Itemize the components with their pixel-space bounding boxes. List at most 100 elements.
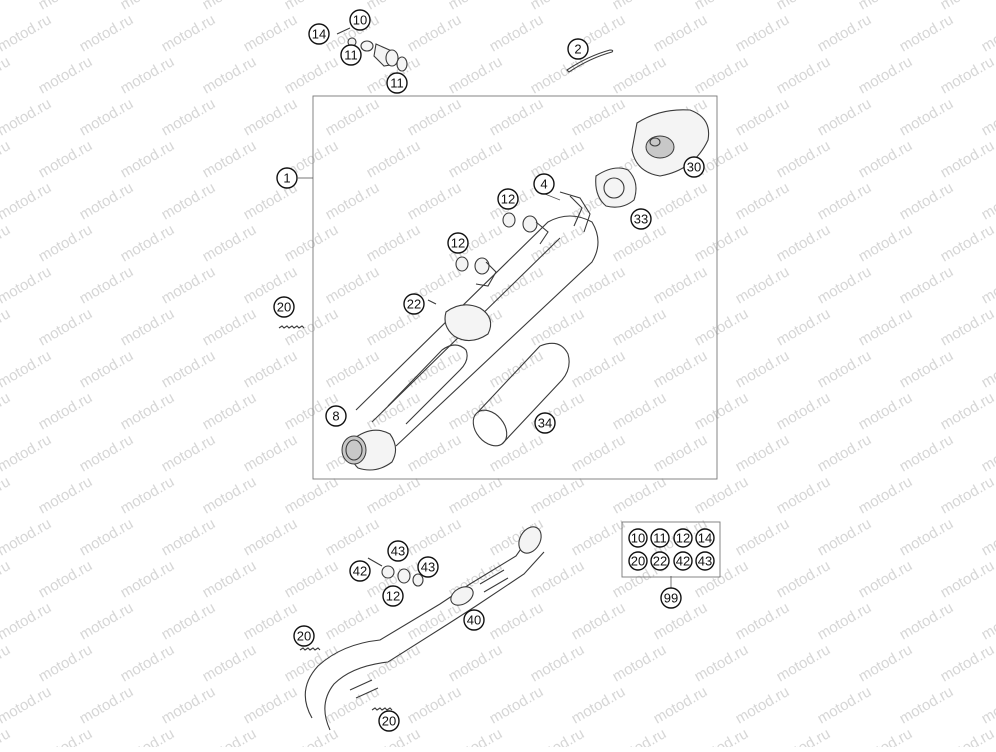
- watermark-text: motod.ru: [897, 263, 957, 307]
- watermark-text: motod.ru: [241, 431, 301, 475]
- watermark-text: motod.ru: [569, 683, 629, 727]
- watermark-text: motod.ru: [118, 641, 178, 685]
- svg-text:20: 20: [631, 554, 645, 569]
- watermark-text: motod.ru: [36, 137, 96, 181]
- watermark-text: motod.ru: [0, 515, 54, 559]
- watermark-text: motod.ru: [774, 53, 834, 97]
- watermark-text: motod.ru: [241, 95, 301, 139]
- watermark-text: motod.ru: [118, 557, 178, 601]
- svg-text:11: 11: [653, 531, 667, 546]
- watermark-text: motod.ru: [569, 95, 629, 139]
- svg-text:12: 12: [386, 589, 400, 604]
- watermark-text: motod.ru: [610, 641, 670, 685]
- svg-text:10: 10: [353, 13, 367, 28]
- watermark-text: motod.ru: [200, 137, 260, 181]
- watermark-text: motod.ru: [651, 599, 711, 643]
- watermark-text: motod.ru: [774, 725, 834, 747]
- watermark-text: motod.ru: [692, 641, 752, 685]
- callout-42: 42: [350, 561, 370, 581]
- watermark-text: motod.ru: [0, 53, 13, 97]
- watermark-text: motod.ru: [77, 515, 137, 559]
- watermark-text: motod.ru: [405, 515, 465, 559]
- kit-item-11: 11: [651, 529, 669, 547]
- svg-text:33: 33: [634, 212, 648, 227]
- watermark-text: motod.ru: [979, 515, 996, 559]
- watermark-text: motod.ru: [405, 11, 465, 55]
- watermark-text: motod.ru: [528, 725, 588, 747]
- watermark-text: motod.ru: [77, 95, 137, 139]
- watermark-text: motod.ru: [733, 11, 793, 55]
- callout-11-a: 11: [341, 45, 361, 65]
- watermark-text: motod.ru: [159, 683, 219, 727]
- watermark-text: motod.ru: [282, 641, 342, 685]
- callout-20-b: 20: [294, 626, 314, 646]
- watermark-text: motod.ru: [651, 11, 711, 55]
- watermark-text: motod.ru: [979, 431, 996, 475]
- watermark-text: motod.ru: [774, 221, 834, 265]
- watermark-text: motod.ru: [159, 263, 219, 307]
- watermark-text: motod.ru: [815, 11, 875, 55]
- watermark-text: motod.ru: [733, 347, 793, 391]
- watermark-text: motod.ru: [815, 431, 875, 475]
- watermark-text: motod.ru: [36, 473, 96, 517]
- watermark-text: motod.ru: [979, 599, 996, 643]
- svg-text:99: 99: [664, 591, 678, 606]
- watermark-text: motod.ru: [36, 53, 96, 97]
- callout-34: 34: [535, 413, 555, 433]
- watermark-text: motod.ru: [979, 95, 996, 139]
- watermark-text: motod.ru: [938, 137, 996, 181]
- watermark-text: motod.ru: [815, 515, 875, 559]
- svg-text:43: 43: [421, 560, 435, 575]
- watermark-text: motod.ru: [282, 221, 342, 265]
- kit-item-43: 43: [696, 552, 714, 570]
- watermark-text: motod.ru: [0, 305, 13, 349]
- callout-43-b: 43: [418, 557, 438, 577]
- watermark-text: motod.ru: [774, 305, 834, 349]
- callout-20-a: 20: [274, 297, 294, 317]
- watermark-text: motod.ru: [692, 473, 752, 517]
- kit-item-12: 12: [674, 529, 692, 547]
- watermark-text: motod.ru: [200, 641, 260, 685]
- watermark-text: motod.ru: [405, 95, 465, 139]
- heat-plate-22: [428, 300, 491, 341]
- watermark-text: motod.ru: [528, 53, 588, 97]
- watermark-text: motod.ru: [405, 431, 465, 475]
- callout-20-c: 20: [379, 711, 399, 731]
- watermark-text: motod.ru: [0, 641, 13, 685]
- watermark-text: motod.ru: [159, 95, 219, 139]
- watermark-text: motod.ru: [610, 53, 670, 97]
- watermark-text: motod.ru: [159, 179, 219, 223]
- watermark-text: motod.ru: [364, 641, 424, 685]
- kit-item-22: 22: [651, 552, 669, 570]
- svg-text:43: 43: [391, 544, 405, 559]
- watermark-text: motod.ru: [36, 641, 96, 685]
- watermark-text: motod.ru: [774, 473, 834, 517]
- watermark-text: motod.ru: [77, 11, 137, 55]
- watermark-text: motod.ru: [569, 515, 629, 559]
- callout-99: 99: [661, 588, 681, 608]
- watermark-text: motod.ru: [774, 641, 834, 685]
- watermark-text: motod.ru: [446, 389, 506, 433]
- watermark-text: motod.ru: [610, 725, 670, 747]
- watermark-text: motod.ru: [77, 347, 137, 391]
- watermark-text: motod.ru: [938, 389, 996, 433]
- watermark-text: motod.ru: [938, 221, 996, 265]
- svg-text:4: 4: [540, 177, 547, 192]
- watermark-text: motod.ru: [200, 557, 260, 601]
- watermark-text: motod.ru: [118, 389, 178, 433]
- watermark-text: motod.ru: [815, 179, 875, 223]
- watermark-text: motod.ru: [0, 263, 54, 307]
- spring-20-bottom: [372, 708, 392, 710]
- watermark-text: motod.ru: [36, 221, 96, 265]
- watermark-text: motod.ru: [0, 0, 13, 13]
- watermark-text: motod.ru: [569, 347, 629, 391]
- watermark-text: motod.ru: [774, 137, 834, 181]
- watermark-text: motod.ru: [118, 53, 178, 97]
- svg-text:14: 14: [698, 531, 712, 546]
- watermark-text: motod.ru: [36, 557, 96, 601]
- watermark-text: motod.ru: [897, 431, 957, 475]
- watermark-text: motod.ru: [282, 53, 342, 97]
- watermark-text: motod.ru: [569, 263, 629, 307]
- svg-text:34: 34: [538, 416, 552, 431]
- watermark-text: motod.ru: [528, 137, 588, 181]
